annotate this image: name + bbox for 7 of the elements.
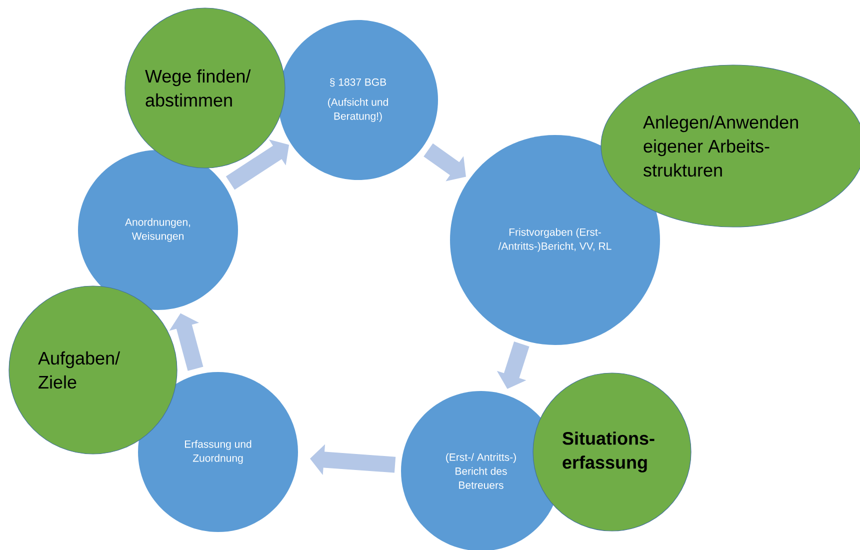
ellipse-node: Anlegen/Anwenden eigener Arbeits- strukturen <box>600 64 860 228</box>
circle-node: § 1837 BGB (Aufsicht und Beratung!) <box>278 20 438 180</box>
circle-node: Aufgaben/ Ziele <box>8 286 178 454</box>
circle-node: Anordnungen, Weisungen <box>78 150 238 310</box>
circle-node: Erfassung und Zuordnung <box>138 372 298 532</box>
circle-node: Wege finden/ abstimmen <box>124 8 286 168</box>
circle-node: Situations- erfassung <box>532 372 692 532</box>
